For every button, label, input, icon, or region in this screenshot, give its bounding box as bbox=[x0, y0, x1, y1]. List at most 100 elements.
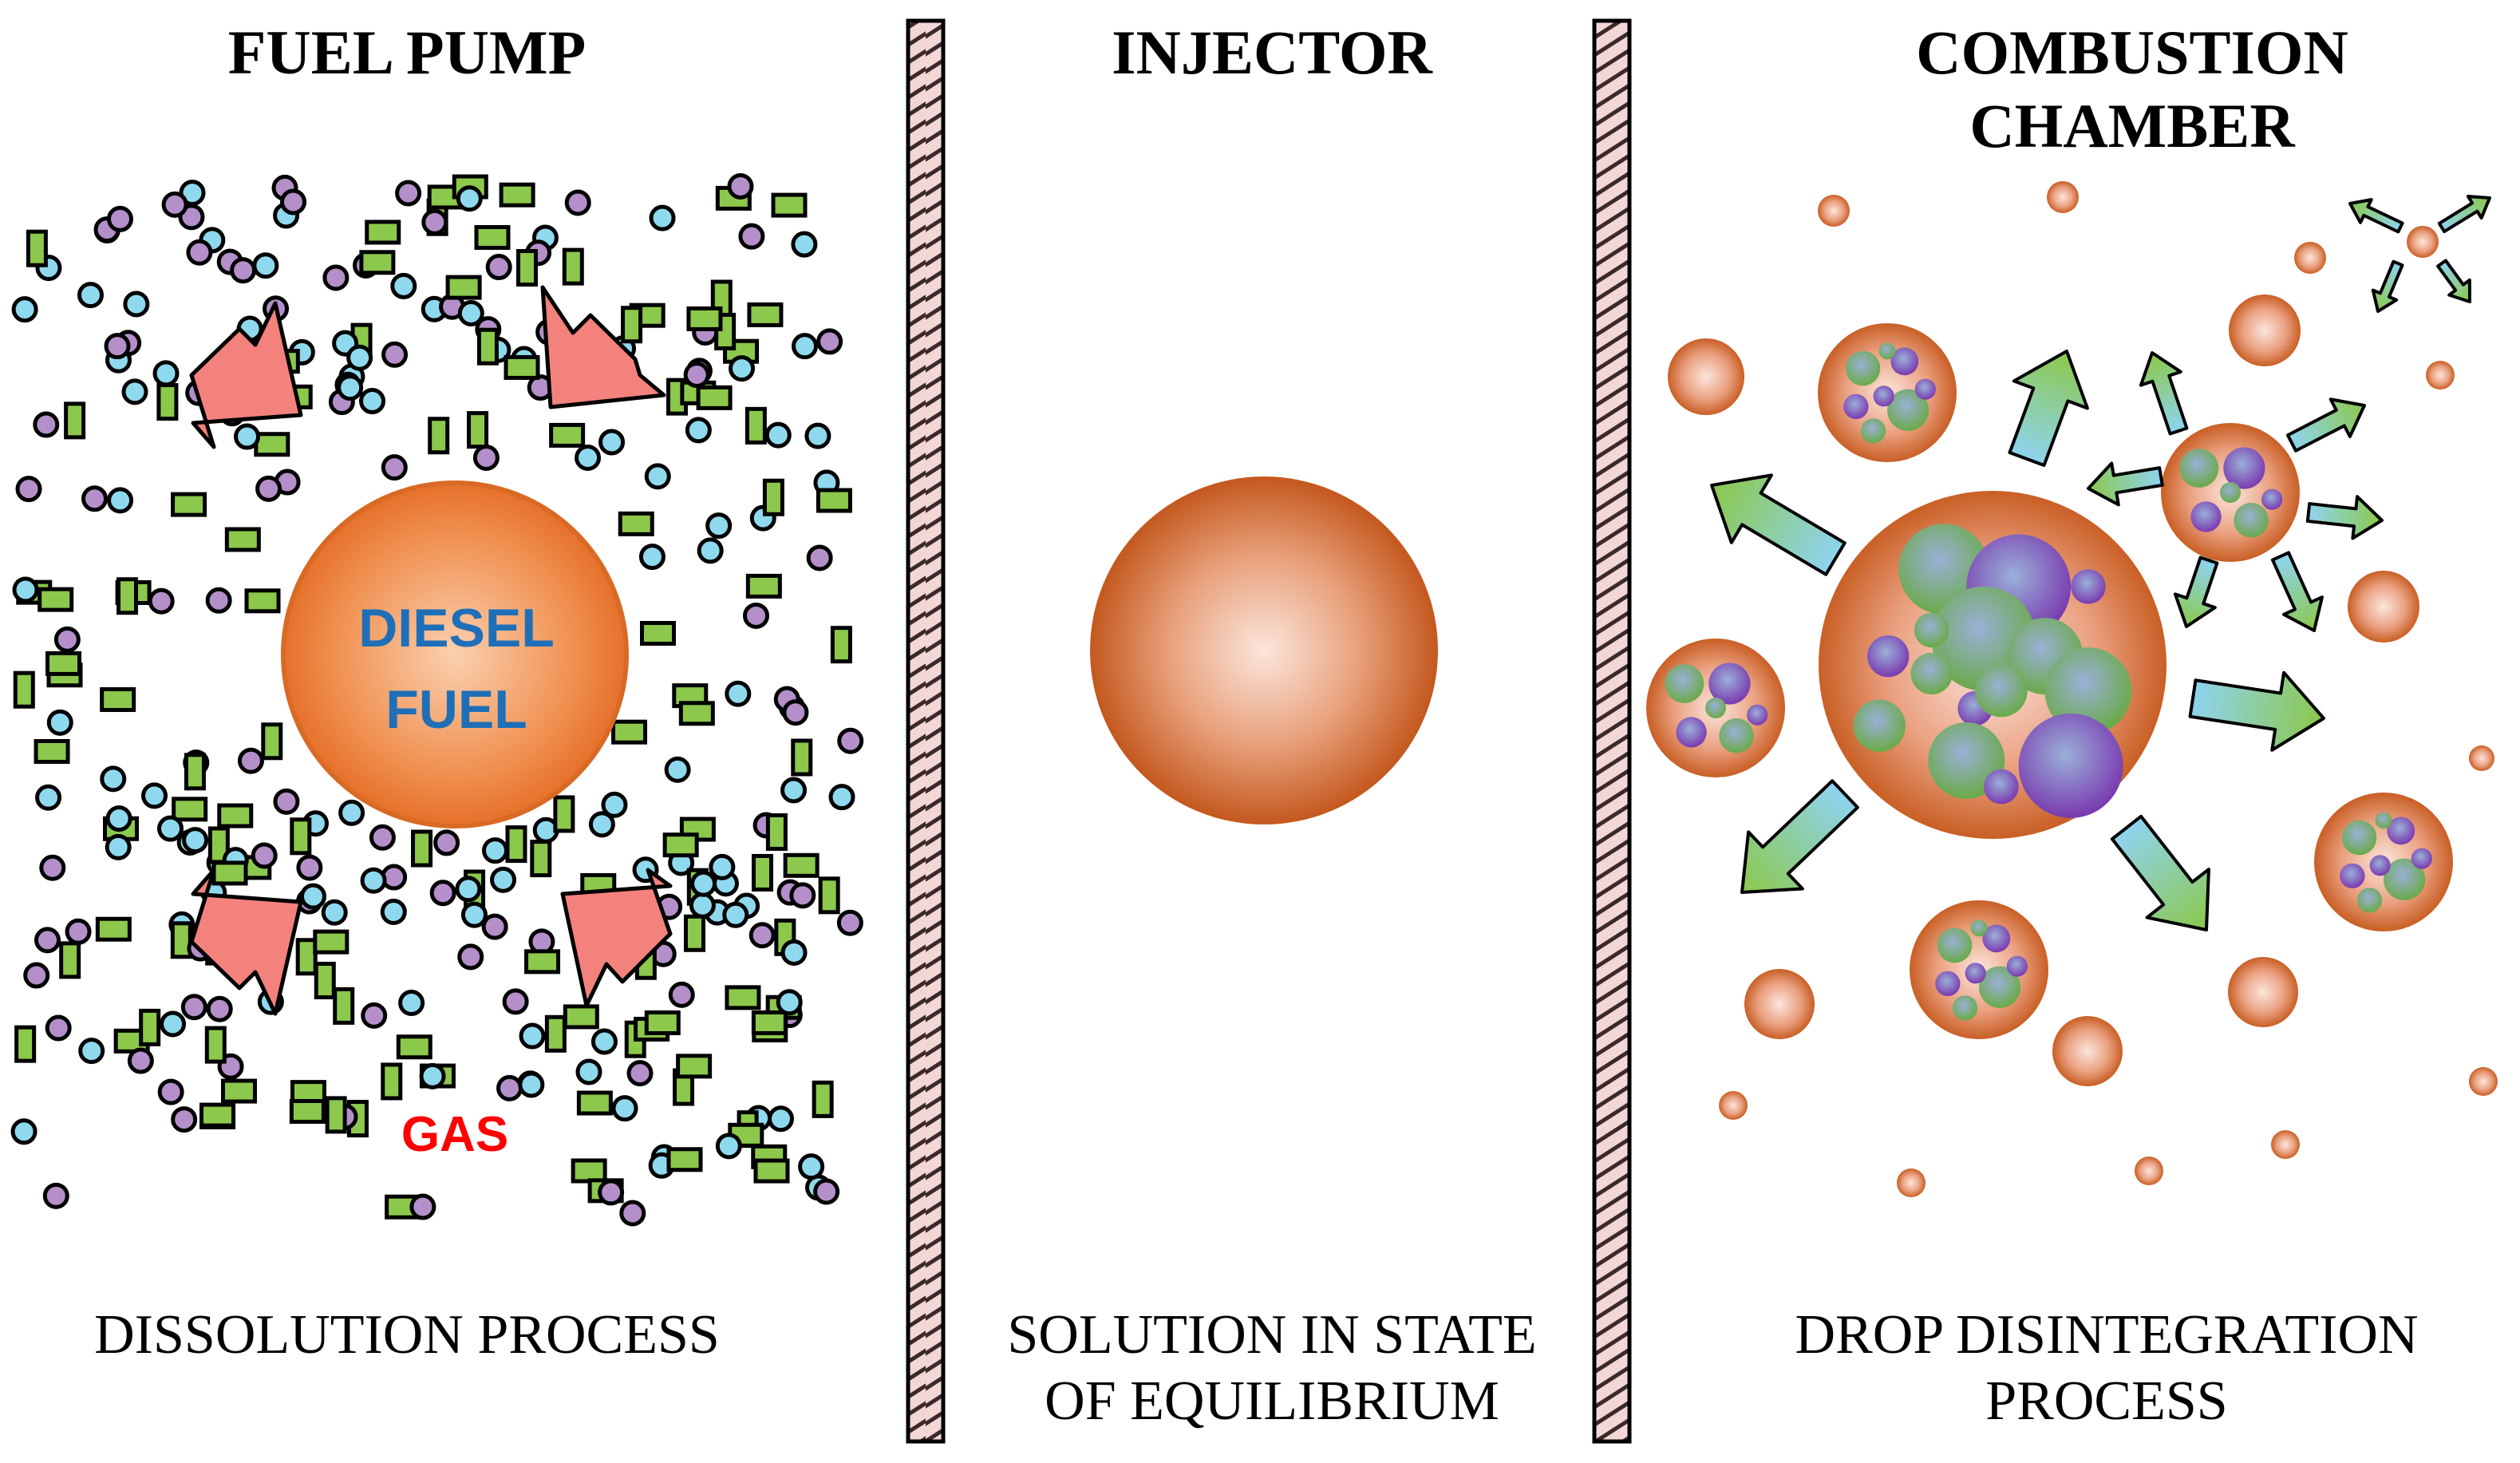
gas-molecule-green bbox=[683, 914, 705, 952]
gas-bubble bbox=[1873, 386, 1894, 407]
gas-molecule-green bbox=[816, 488, 852, 513]
injector-caption-line2: OF EQUILIBRIUM bbox=[1045, 1370, 1499, 1432]
gas-molecule-cyan bbox=[518, 1071, 545, 1098]
gas-molecule-green bbox=[611, 719, 648, 745]
gas-molecule-cyan bbox=[722, 901, 749, 928]
small-arrow bbox=[2173, 556, 2219, 629]
gas-molecule-purple bbox=[81, 485, 109, 512]
gas-molecule-green bbox=[411, 829, 433, 868]
gas-molecule-cyan bbox=[100, 765, 127, 793]
gas-molecule-green bbox=[34, 739, 70, 765]
gas-molecule-cyan bbox=[575, 444, 602, 471]
tiny-arrow bbox=[2371, 259, 2404, 313]
injector-title: INJECTOR bbox=[1112, 18, 1433, 87]
gas-molecule-purple bbox=[743, 602, 770, 629]
gas-molecule-green bbox=[549, 422, 586, 448]
gas-molecule-green bbox=[752, 853, 774, 892]
gas-molecule-green bbox=[818, 876, 840, 915]
gas-bubble bbox=[2384, 858, 2426, 900]
gas-molecule-cyan bbox=[611, 1095, 638, 1122]
gas-molecule-purple bbox=[381, 341, 409, 368]
gas-bubble bbox=[1747, 704, 1768, 726]
small-fuel-drop bbox=[2294, 242, 2326, 274]
gas-bubble bbox=[2006, 955, 2028, 977]
disintegration-arrow bbox=[2008, 349, 2089, 467]
fuel-pump-title: FUEL PUMP bbox=[228, 18, 586, 87]
gas-molecule-purple bbox=[619, 1200, 646, 1227]
gas-molecule-green bbox=[676, 1054, 713, 1079]
gas-molecule-green bbox=[59, 941, 81, 979]
fuel-pump-caption: DISSOLUTION PROCESS bbox=[94, 1304, 720, 1366]
small-fuel-drop bbox=[2229, 295, 2301, 366]
gas-molecule-cyan bbox=[685, 417, 712, 444]
gas-molecule-purple bbox=[816, 328, 843, 355]
small-arrow bbox=[2285, 397, 2366, 453]
gas-molecule-green bbox=[314, 962, 336, 1000]
gas-molecule-cyan bbox=[588, 811, 615, 838]
gas-molecule-cyan bbox=[12, 576, 39, 603]
gas-molecule-purple bbox=[433, 829, 460, 856]
gas-molecule-cyan bbox=[804, 422, 831, 449]
gas-molecule-green bbox=[662, 832, 699, 858]
main-disintegrating-drop bbox=[1819, 491, 2166, 839]
combustion-drops bbox=[1646, 181, 2498, 1197]
gas-molecule-green bbox=[204, 1026, 227, 1064]
gas-molecule-purple bbox=[837, 727, 864, 754]
gas-molecule-purple bbox=[180, 994, 207, 1021]
gas-bubble bbox=[2219, 481, 2242, 504]
pressure-arrow-top-left bbox=[189, 301, 303, 449]
gas-bubble bbox=[2071, 569, 2106, 604]
pressure-arrow-bottom-right bbox=[560, 868, 673, 1008]
gas-molecule-purple bbox=[186, 239, 213, 266]
gas-bubble bbox=[2190, 501, 2222, 532]
gas-molecule-purple bbox=[836, 909, 863, 936]
injector-caption-line1: SOLUTION IN STATE bbox=[1007, 1304, 1536, 1366]
gas-molecule-green bbox=[747, 302, 784, 327]
gas-molecule-cyan bbox=[321, 899, 348, 926]
combustion-chamber-title-line1: COMBUSTION bbox=[1916, 18, 2348, 87]
gas-molecule-green bbox=[745, 573, 782, 599]
gas-molecule-cyan bbox=[709, 853, 736, 880]
small-fuel-drop bbox=[2348, 571, 2419, 643]
gas-molecule-green bbox=[325, 1096, 347, 1134]
small-fuel-drop bbox=[1818, 195, 1850, 227]
injector-wall-left bbox=[906, 18, 946, 1444]
gas-molecule-purple bbox=[34, 927, 61, 954]
gas-molecule-cyan bbox=[490, 866, 517, 893]
gas-molecule-cyan bbox=[152, 360, 180, 387]
gas-molecule-green bbox=[639, 621, 676, 646]
gas-molecule-green bbox=[505, 825, 527, 864]
gas-bubble bbox=[2261, 488, 2283, 510]
gas-molecule-purple bbox=[421, 208, 448, 235]
gas-bubble bbox=[2369, 855, 2391, 876]
gas-molecule-purple bbox=[496, 1074, 523, 1101]
small-fuel-drop bbox=[1719, 1091, 1748, 1120]
gas-molecule-green bbox=[725, 985, 761, 1010]
gas-molecule-purple bbox=[481, 913, 508, 940]
small-fuel-drop bbox=[1744, 969, 1815, 1039]
small-fuel-drop bbox=[1668, 338, 1744, 415]
gas-molecule-green bbox=[791, 738, 813, 777]
gas-bubble bbox=[1887, 389, 1929, 431]
gas-bubble bbox=[1708, 662, 1751, 705]
gas-molecule-cyan bbox=[481, 837, 508, 864]
gas-molecule-purple bbox=[598, 1179, 625, 1206]
gas-molecule-cyan bbox=[157, 815, 184, 842]
gas-molecule-purple bbox=[161, 191, 188, 218]
gas-molecule-green bbox=[116, 577, 138, 615]
small-fuel-drop bbox=[2052, 1016, 2123, 1086]
gas-molecule-green bbox=[199, 1102, 235, 1128]
gas-molecule-green bbox=[751, 1010, 788, 1035]
gas-molecule-purple bbox=[273, 788, 300, 815]
tiny-arrow bbox=[2436, 259, 2472, 303]
gas-molecule-purple bbox=[626, 1060, 654, 1087]
gas-label: GAS bbox=[401, 1107, 508, 1162]
gas-molecule-purple bbox=[157, 1078, 184, 1105]
gas-molecule-green bbox=[504, 354, 540, 380]
gas-molecule-green bbox=[333, 987, 355, 1025]
gas-molecule-green bbox=[515, 249, 538, 287]
gas-molecule-cyan bbox=[460, 901, 488, 928]
gas-molecule-cyan bbox=[234, 423, 261, 450]
diesel-label: DIESEL bbox=[358, 598, 555, 658]
gas-molecule-purple bbox=[237, 747, 264, 774]
